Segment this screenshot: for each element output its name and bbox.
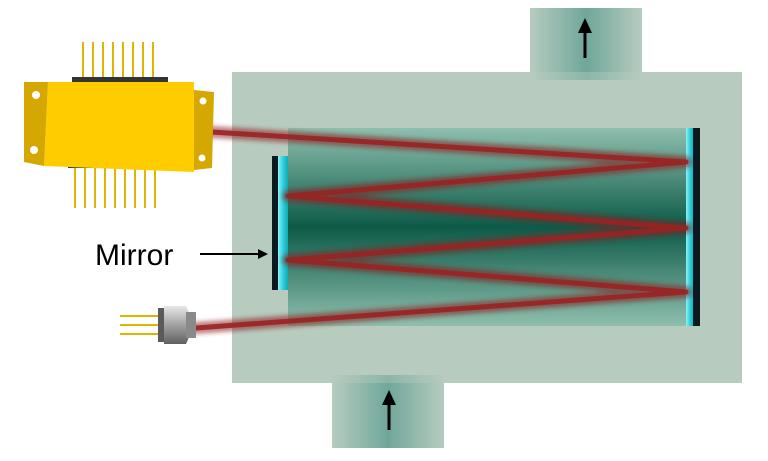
arrow-up-icon — [578, 18, 592, 58]
photodetector-to-can-icon — [120, 306, 196, 344]
mirror-label: Mirror — [95, 239, 173, 272]
laser-diode-butterfly-package-icon — [24, 42, 214, 208]
laser-beam-path — [190, 125, 692, 334]
arrow-up-icon — [382, 390, 396, 430]
mirror-pointer-arrow — [200, 249, 268, 259]
left-mirror — [272, 156, 288, 290]
